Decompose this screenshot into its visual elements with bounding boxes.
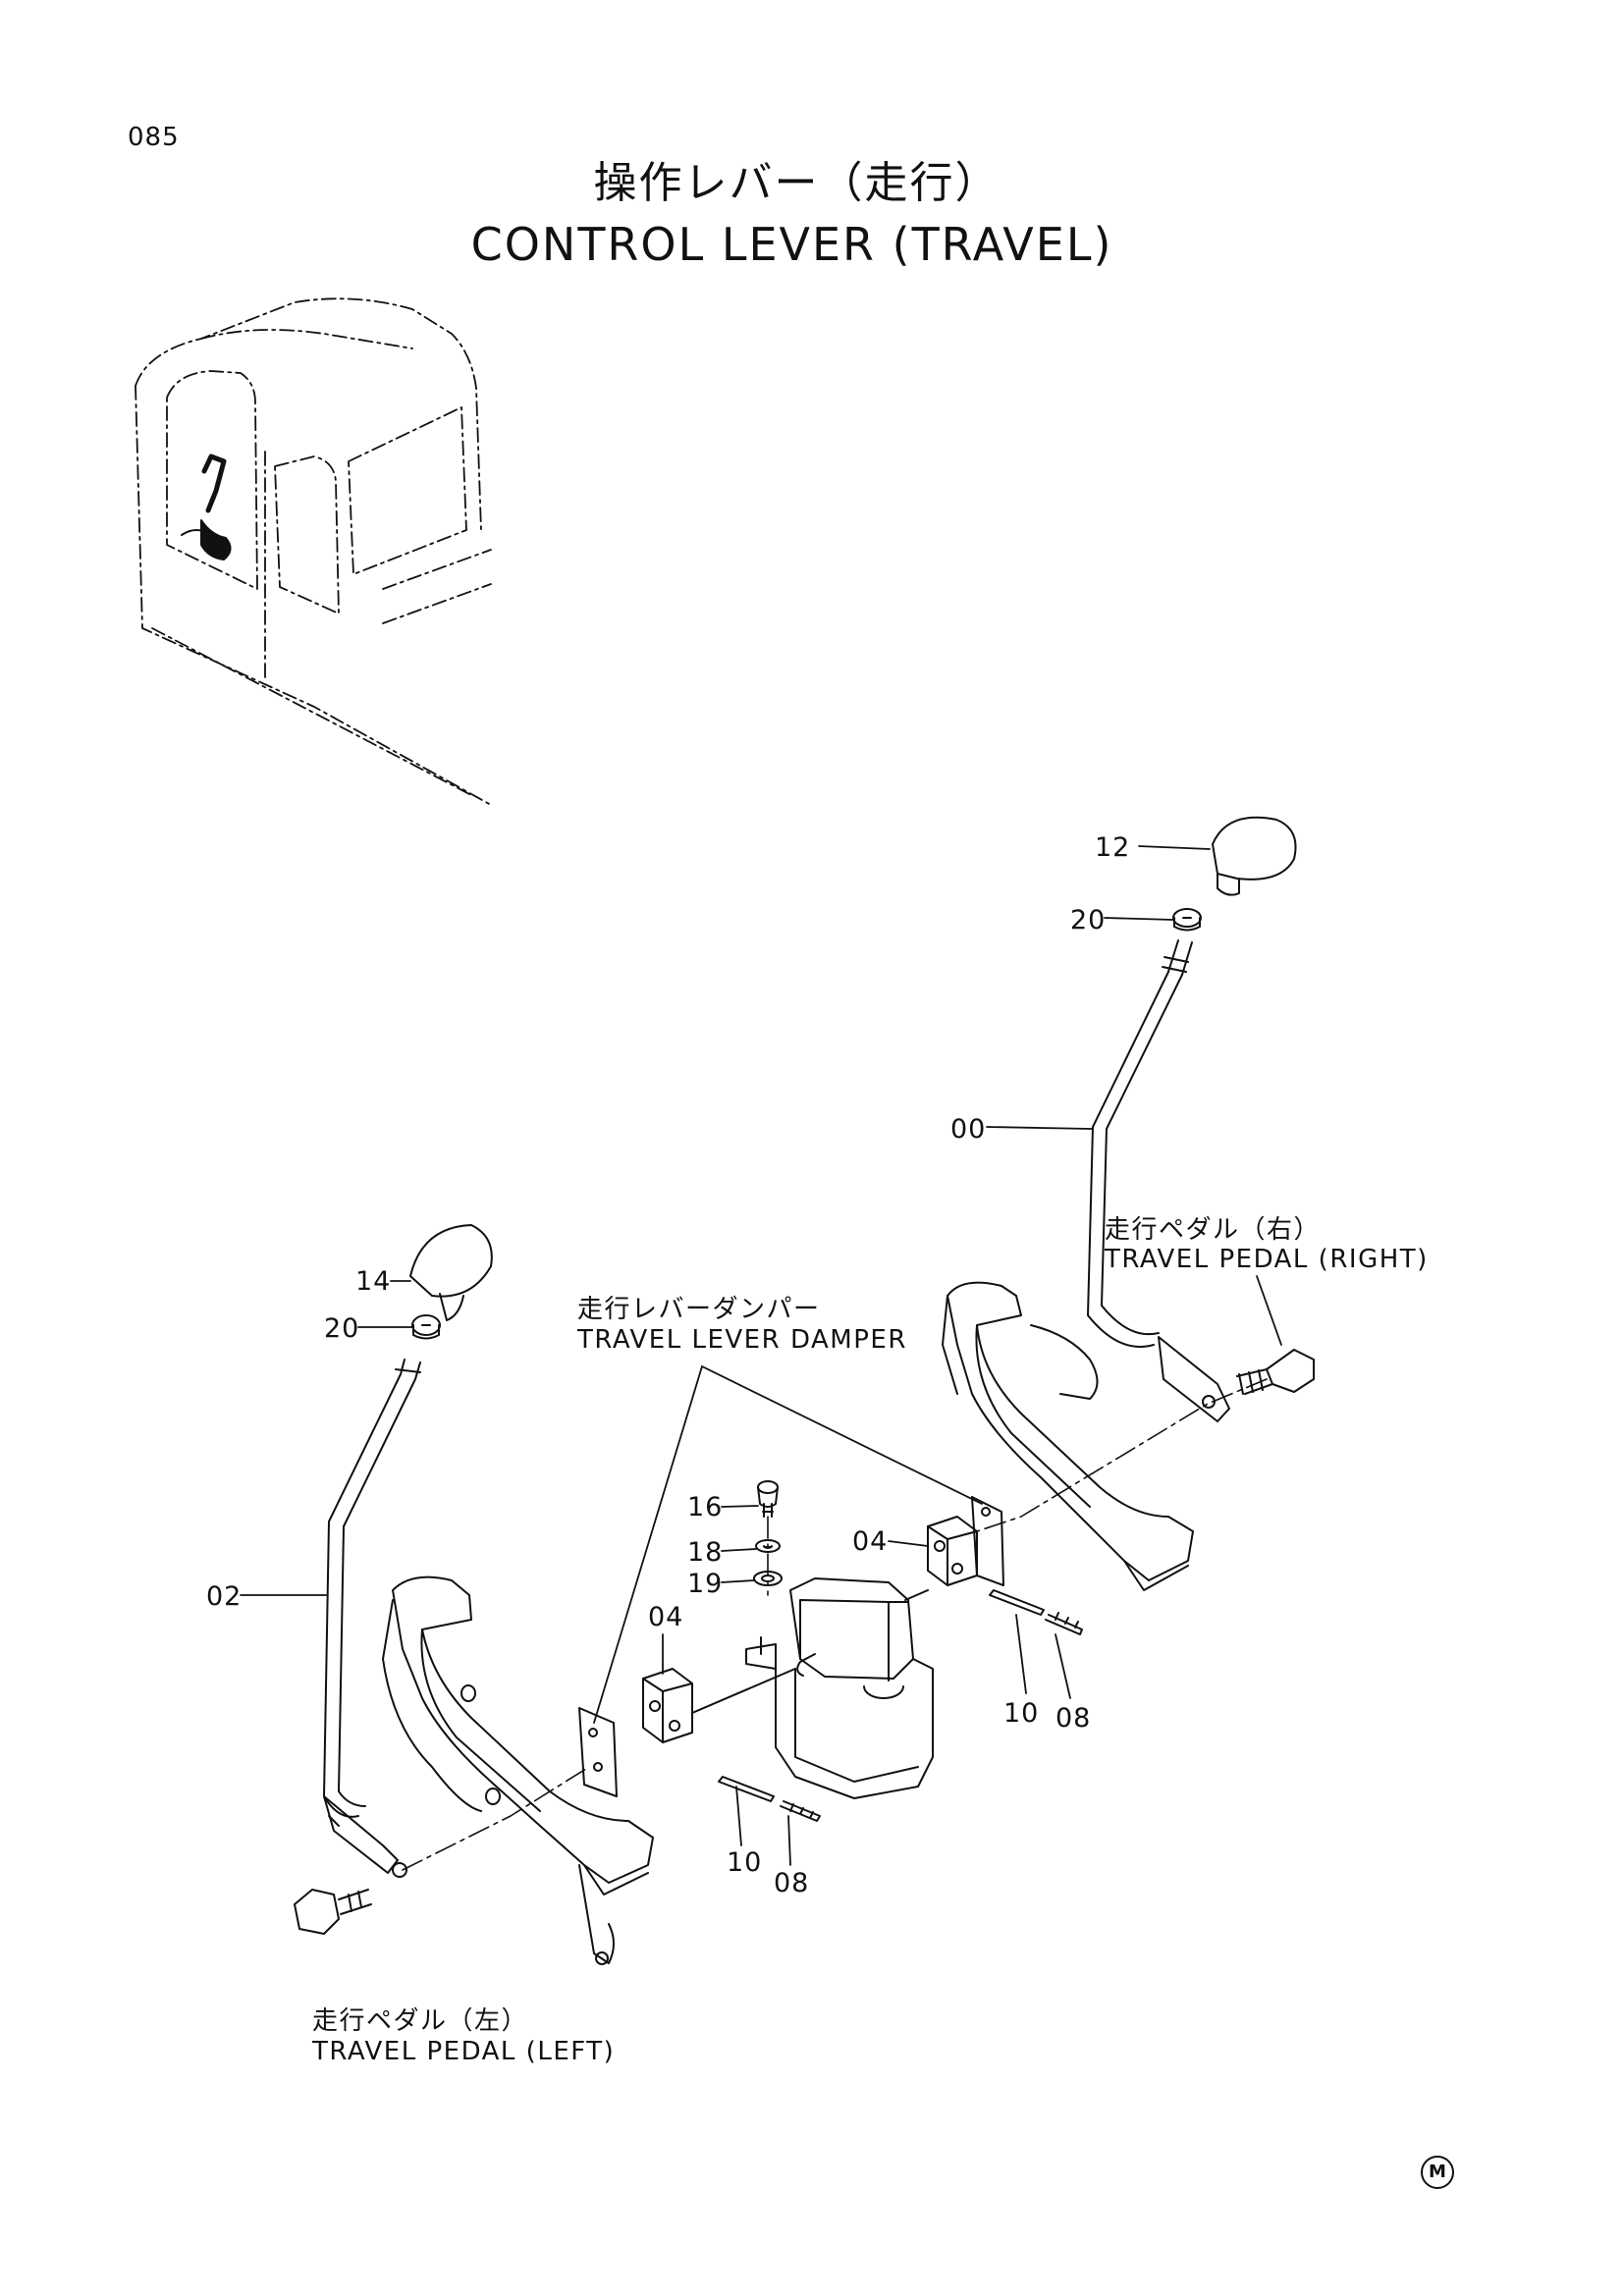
washer-19 [753,1571,783,1586]
part-label-lever-left: 02 [206,1581,243,1612]
callout-damper-en: TRAVEL LEVER DAMPER [577,1325,907,1355]
part-label-knob-right: 12 [1095,832,1131,863]
assembly-centerlines [402,1378,1268,1871]
part-label-block-right: 04 [852,1526,889,1557]
part-label-nut-left: 20 [324,1313,360,1344]
pins-left [718,1776,821,1822]
left-pedal [382,1575,654,1965]
damper-block-left [642,1668,693,1743]
left-lever-assembly [323,1224,493,1878]
right-pedal-bolt [1236,1349,1315,1395]
title-japanese: 操作レバー（走行） [593,158,1001,208]
part-label-washer: 19 [687,1569,724,1599]
corner-mark: M [1421,2156,1454,2189]
cab-inset-lever-highlight [181,454,232,561]
part-label-spring-pin-left: 08 [774,1868,810,1898]
pins-right [989,1589,1083,1635]
page-number: 085 [128,123,180,152]
bracket-plate-left [578,1707,618,1797]
part-label-lever-right: 00 [950,1114,987,1145]
part-label-pin-left: 10 [727,1847,763,1878]
leader-lines [240,845,1282,1866]
title-english: CONTROL LEVER (TRAVEL) [470,218,1113,271]
title-block: 操作レバー（走行） CONTROL LEVER (TRAVEL) [0,147,1623,271]
callout-damper-jp: 走行レバーダンパー [577,1295,821,1324]
part-label-pin-right: 10 [1003,1698,1040,1729]
part-label-spring-pin-right: 08 [1055,1703,1092,1734]
damper-block-right [927,1516,978,1586]
bolt-16 [757,1480,779,1518]
callout-pedal-left-en: TRAVEL PEDAL (LEFT) [312,2037,616,2066]
damper-shafts [691,1589,929,1714]
damper-body [745,1577,934,1799]
right-pedal [942,1281,1194,1591]
callout-pedal-left-jp: 走行ペダル（左） [312,2006,529,2036]
part-label-bolt: 16 [687,1492,724,1522]
callout-pedal-right-jp: 走行ペダル（右） [1105,1215,1322,1245]
cab-inset-illustration [135,297,492,806]
right-lever-assembly [1087,816,1297,1422]
left-pedal-bolt [294,1889,372,1935]
bracket-plate-right [971,1496,1004,1586]
callout-pedal-right-en: TRAVEL PEDAL (RIGHT) [1105,1245,1429,1274]
part-label-knob-left: 14 [355,1266,392,1297]
part-label-nut-right: 20 [1070,905,1107,935]
part-label-lock-washer: 18 [687,1537,724,1568]
part-label-block-left: 04 [648,1602,684,1632]
